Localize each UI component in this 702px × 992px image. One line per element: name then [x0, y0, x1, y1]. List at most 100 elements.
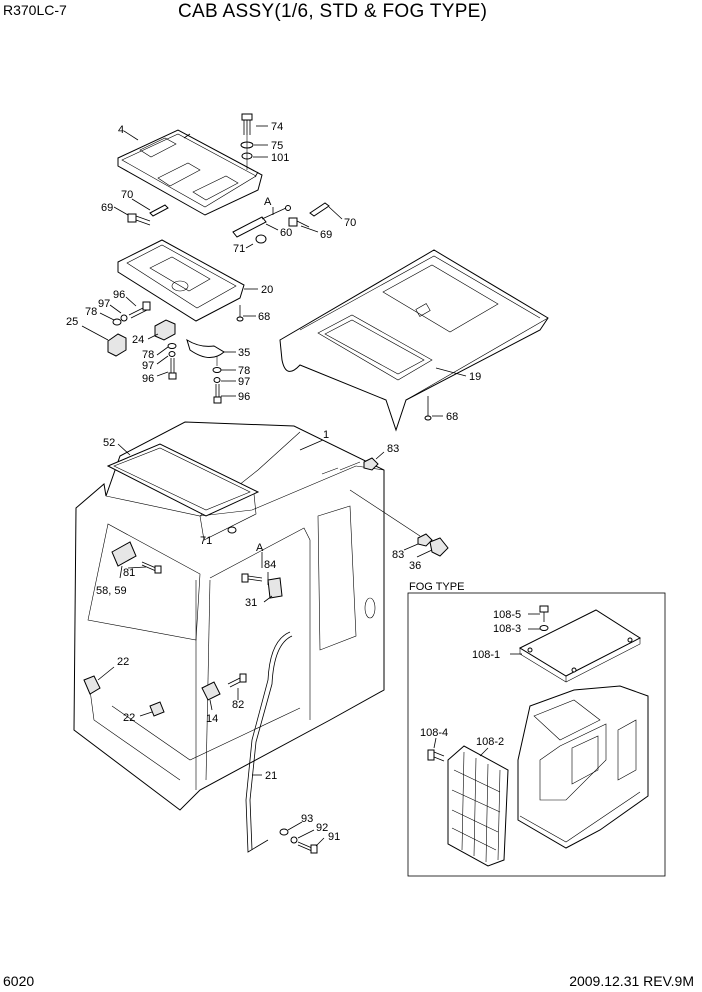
part-108-5-bolt	[539, 605, 549, 622]
part-78-washer-a	[112, 318, 122, 326]
part-108-1-guard-top	[518, 609, 642, 683]
page-title: CAB ASSY(1/6, STD & FOG TYPE)	[178, 1, 488, 22]
label-52: 52	[103, 437, 115, 449]
label-83-top: 83	[387, 443, 399, 455]
part-25-bracket	[107, 333, 127, 357]
part-35-handle	[186, 338, 225, 358]
label-35: 35	[238, 347, 250, 359]
part-108-4-bolt	[427, 749, 445, 762]
part-108-2-front-guard	[447, 745, 509, 867]
part-69-bolt-right	[288, 217, 310, 228]
part-93-washer	[279, 828, 289, 836]
label-68-roof: 68	[446, 411, 458, 423]
part-82-bolt	[227, 673, 247, 688]
label-101: 101	[271, 152, 289, 164]
part-83-nut-side	[417, 533, 433, 547]
part-97-washer-a	[120, 314, 128, 322]
part-71-washer-top	[255, 234, 267, 244]
part-69-bolt-left	[127, 213, 151, 226]
label-81: 81	[123, 567, 135, 579]
label-75: 75	[271, 140, 283, 152]
label-96-c: 96	[238, 391, 250, 403]
part-19-roof-panel	[279, 249, 549, 432]
label-97-a: 97	[98, 298, 110, 310]
label-78-b: 78	[142, 349, 154, 361]
fog-type-label: FOG TYPE	[409, 581, 464, 593]
callout-labels: 74 75 101 4 70 69 A 70 69 60 71 20 96 97…	[66, 121, 521, 843]
part-22-pad-upper	[83, 675, 101, 695]
part-71-washer-cab	[227, 526, 237, 534]
part-92-washer	[290, 836, 298, 844]
label-36: 36	[409, 560, 421, 572]
part-21-door-rod	[245, 631, 293, 853]
model-code: R370LC-7	[3, 2, 67, 18]
part-14-plate	[201, 681, 221, 701]
part-83-nut-top	[363, 457, 379, 471]
label-97-b: 97	[142, 360, 154, 372]
label-21: 21	[265, 770, 277, 782]
part-1-cab-frame	[73, 421, 385, 811]
part-78-washer-b	[167, 343, 177, 349]
label-108-2: 108-2	[476, 736, 504, 748]
part-31-striker	[267, 577, 283, 599]
part-36-knob	[429, 537, 449, 557]
label-91: 91	[328, 831, 340, 843]
part-58-59-mirror-bracket	[111, 541, 137, 567]
part-60-gas-spring	[232, 205, 291, 238]
part-52-seal	[106, 443, 260, 517]
part-96-bolt-a	[128, 301, 151, 319]
label-97-c: 97	[238, 376, 250, 388]
part-84-bolt	[241, 573, 263, 583]
part-108-3-washer	[539, 625, 549, 631]
label-25: 25	[66, 316, 78, 328]
part-97-washer-b	[168, 351, 176, 357]
revision-date: 2009.12.31 REV.9M	[569, 973, 694, 989]
leader-4	[123, 130, 139, 141]
label-83-side: 83	[392, 549, 404, 561]
label-68-top: 68	[258, 311, 270, 323]
label-71-top: 71	[233, 243, 245, 255]
label-A-top: A	[264, 196, 272, 208]
part-74-bolt	[241, 113, 253, 135]
label-96-b: 96	[142, 373, 154, 385]
label-22-upper: 22	[117, 656, 129, 668]
part-96-bolt-c	[213, 384, 222, 404]
label-31: 31	[245, 597, 257, 609]
part-4-hatch-cover	[117, 129, 263, 216]
page-number: 6020	[3, 973, 35, 989]
label-93: 93	[301, 813, 313, 825]
label-A-cab: A	[256, 542, 264, 554]
part-68-screw-roof	[424, 396, 432, 421]
label-78-c: 78	[238, 365, 250, 377]
label-19: 19	[469, 371, 481, 383]
label-60: 60	[280, 227, 292, 239]
label-1: 1	[323, 429, 329, 441]
part-20-hatch-frame	[117, 239, 245, 322]
part-24-latch	[154, 319, 176, 341]
part-81-bolt	[141, 561, 162, 574]
label-78-a: 78	[85, 306, 97, 318]
label-82: 82	[232, 699, 244, 711]
label-96-a: 96	[113, 289, 125, 301]
part-70-pin-right	[309, 202, 330, 217]
part-70-pin-left	[149, 204, 169, 217]
label-92: 92	[316, 822, 328, 834]
part-68-screw-top	[236, 305, 244, 322]
label-108-5: 108-5	[493, 609, 521, 621]
label-70-left: 70	[121, 189, 133, 201]
label-84: 84	[264, 559, 276, 571]
label-14: 14	[206, 713, 218, 725]
label-70-right: 70	[344, 217, 356, 229]
label-22-lower: 22	[123, 712, 135, 724]
label-74: 74	[271, 121, 283, 133]
label-4: 4	[118, 124, 124, 136]
part-78-washer-c	[212, 367, 222, 373]
label-58-59: 58, 59	[96, 585, 127, 597]
part-91-bolt	[297, 841, 318, 854]
label-108-1: 108-1	[472, 649, 500, 661]
fog-cab-illustration	[517, 685, 649, 849]
label-69-left: 69	[101, 202, 113, 214]
fog-type-box	[407, 592, 666, 877]
label-24: 24	[132, 334, 144, 346]
